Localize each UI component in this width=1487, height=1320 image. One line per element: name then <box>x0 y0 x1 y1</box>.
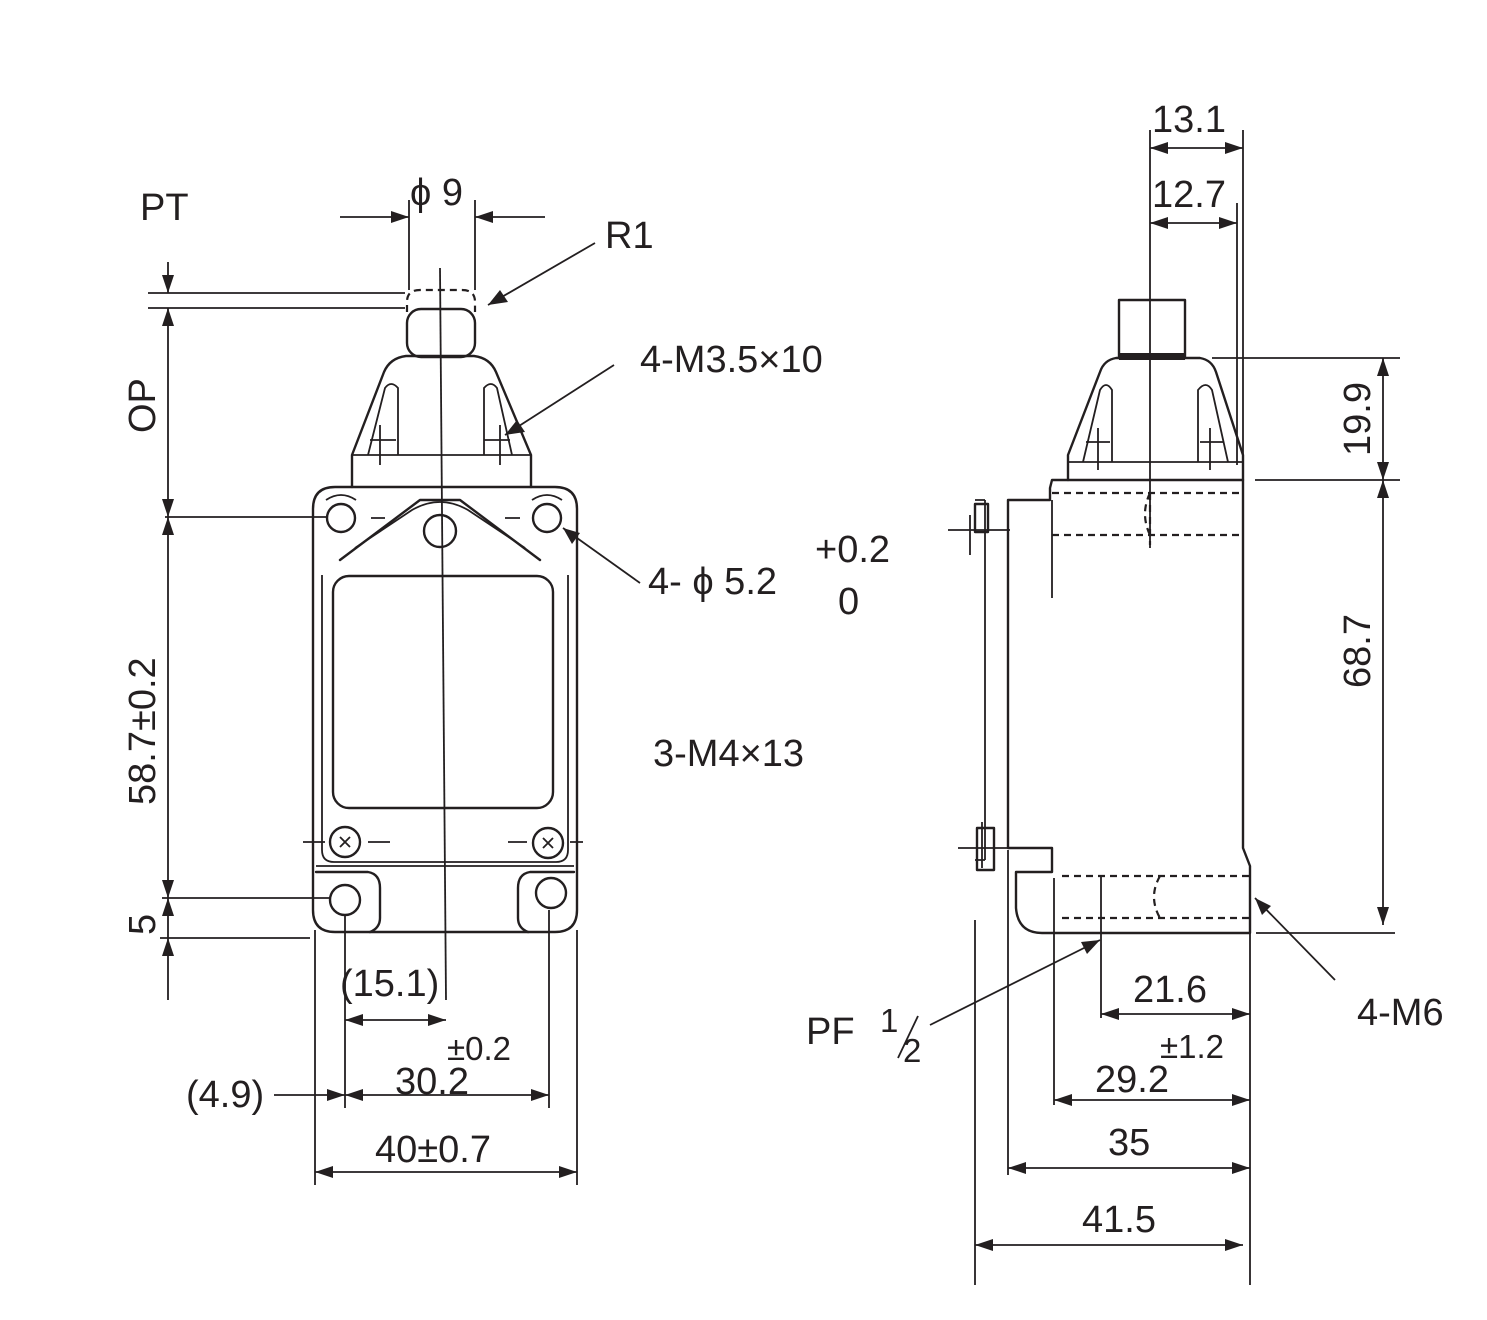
front-screw-left <box>328 825 362 859</box>
label-conduit-den: 2 <box>903 1032 921 1069</box>
side-arrowheads <box>975 142 1389 1251</box>
side-front-plate <box>975 499 1053 861</box>
side-extension-lines <box>974 130 1400 1285</box>
front-head-screw-left <box>370 425 396 465</box>
label-top1: 13.1 <box>1152 99 1226 141</box>
label-height: 58.7±0.2 <box>122 657 164 805</box>
side-thread-bottom <box>1062 874 1250 920</box>
front-center-axis <box>439 267 447 1001</box>
label-tol-12: ±1.2 <box>1160 1028 1224 1065</box>
side-plunger-collar <box>1119 353 1185 360</box>
front-leader-r1-head <box>488 290 508 305</box>
label-conduit-num: 1 <box>880 1002 898 1039</box>
label-head-height: 19.9 <box>1337 382 1379 456</box>
label-pt: PT <box>140 187 189 229</box>
label-hole-pitch: 30.2 <box>395 1061 469 1103</box>
label-edge: (4.9) <box>186 1074 264 1116</box>
side-clip-ticks <box>948 515 1035 868</box>
label-width: 40±0.7 <box>375 1129 491 1171</box>
front-screw-left-cross <box>339 836 351 848</box>
front-center-diamond <box>338 498 542 562</box>
label-top2: 12.7 <box>1152 174 1226 216</box>
front-body-outline <box>311 485 579 934</box>
front-leader-hole-head <box>563 528 580 544</box>
side-head-rib-right <box>1197 384 1229 463</box>
front-hole-top-right-boss <box>505 494 563 519</box>
label-conduit: PF <box>806 1011 855 1053</box>
label-bottom-gap: 5 <box>122 914 164 935</box>
label-hole-note: 4- ϕ 5.2 <box>648 561 777 603</box>
side-dim-lines <box>975 147 1384 1246</box>
label-depth1: 21.6 <box>1133 969 1207 1011</box>
label-tol-02: ±0.2 <box>447 1030 511 1067</box>
side-head-rib-left <box>1082 384 1113 463</box>
front-leader-screw-head <box>505 420 525 435</box>
label-mount-note: 3-M4×13 <box>653 733 804 775</box>
label-thread-note: 4-M6 <box>1357 992 1444 1034</box>
front-bottom-tab-left <box>314 870 382 934</box>
front-head-rib-right <box>483 383 513 456</box>
front-hole-bottom-left <box>328 883 362 917</box>
front-leader-r1 <box>487 242 596 306</box>
label-tol-zero: 0 <box>838 581 859 623</box>
label-tol-plus: +0.2 <box>815 529 890 571</box>
front-view: PT ϕ 9 R1 4-M3.5×10 4- ϕ 5.2 +0.2 0 3-M4… <box>122 172 890 1185</box>
label-op: OP <box>122 378 164 433</box>
front-arrowheads <box>162 211 577 1178</box>
label-phi9: ϕ 9 <box>410 172 463 214</box>
label-screw-note: 4-M3.5×10 <box>640 339 823 381</box>
front-screw-right-cross <box>542 837 554 849</box>
side-head-screws <box>1086 428 1224 470</box>
side-body-outline <box>1006 478 1252 935</box>
front-head-rib-left <box>367 383 399 456</box>
side-view: 13.1 12.7 19.9 68.7 21.6 ±1.2 29.2 35 41… <box>806 99 1444 1285</box>
front-hole-top-right <box>531 502 563 534</box>
label-r1: R1 <box>605 215 654 257</box>
front-bottom-tab-right <box>516 870 576 934</box>
label-depth4: 41.5 <box>1082 1199 1156 1241</box>
front-hole-top-left <box>325 502 357 534</box>
side-thread-top <box>1052 491 1243 545</box>
front-hole-bottom-right <box>534 876 568 910</box>
side-leader-conduit <box>929 939 1101 1026</box>
label-depth2: 29.2 <box>1095 1059 1169 1101</box>
label-depth3: 35 <box>1108 1122 1150 1164</box>
side-plunger <box>1117 298 1187 360</box>
front-center-diamond-inner <box>354 501 526 549</box>
side-clip-bottom <box>975 826 996 872</box>
front-dim-lines <box>167 216 577 1173</box>
front-leader-screw <box>504 364 615 436</box>
side-leader-thread <box>1254 897 1336 981</box>
label-body-height: 68.7 <box>1337 614 1379 688</box>
front-extension-lines <box>148 200 578 1185</box>
front-head-screw-right <box>484 425 510 465</box>
side-leader-conduit-head <box>1081 940 1100 954</box>
side-clip-top <box>973 502 990 534</box>
front-screw-right <box>531 826 565 860</box>
side-leader-thread-head <box>1255 898 1271 915</box>
label-offset: (15.1) <box>340 963 439 1005</box>
front-hole-top-left-boss <box>325 494 385 519</box>
side-conduit-fraction-bar <box>897 1015 919 1059</box>
front-center-hole <box>422 513 458 549</box>
